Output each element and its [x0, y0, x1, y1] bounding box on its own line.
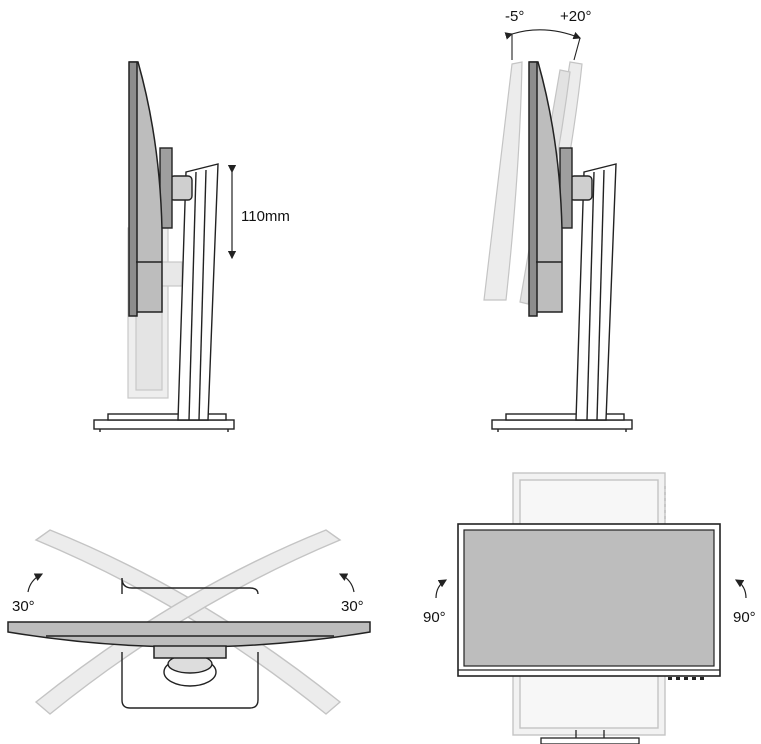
stand-column	[177, 163, 219, 421]
pivot-left-label: 90°	[423, 609, 446, 626]
pivot-right-label: 90°	[733, 609, 756, 626]
monitor-top-view	[7, 621, 371, 659]
swivel-left-label: 30°	[12, 598, 35, 615]
ghost-monitor-tilt-backward	[483, 61, 523, 301]
stand-base	[93, 413, 235, 432]
monitor-side-upright	[528, 61, 563, 317]
height-range-label: 110mm	[241, 208, 290, 225]
tilt-panel: -5° +20°	[483, 8, 633, 432]
stand-column	[575, 163, 617, 421]
height-adjustment-panel: 110mm	[93, 61, 290, 432]
swivel-right-label: 30°	[341, 598, 364, 615]
pivot-stand-stub	[540, 730, 640, 744]
pivot-left-arrow	[435, 579, 448, 599]
swivel-panel: 30° 30°	[7, 529, 371, 715]
monitor-side-raised	[128, 61, 163, 317]
monitor-landscape	[457, 523, 721, 677]
stand-hinge	[159, 147, 193, 229]
pivot-panel: 90° 90°	[423, 472, 756, 744]
stand-base	[491, 413, 633, 432]
swivel-left-arrow	[27, 573, 44, 593]
tilt-range-arc	[504, 29, 582, 61]
swivel-right-arrow	[338, 573, 355, 593]
tilt-forward-label: +20°	[560, 8, 591, 25]
stand-hinge	[559, 147, 593, 229]
stand-base-top	[121, 577, 259, 709]
pivot-right-arrow	[734, 579, 747, 599]
control-buttons	[668, 677, 704, 680]
tilt-backward-label: -5°	[505, 8, 524, 25]
